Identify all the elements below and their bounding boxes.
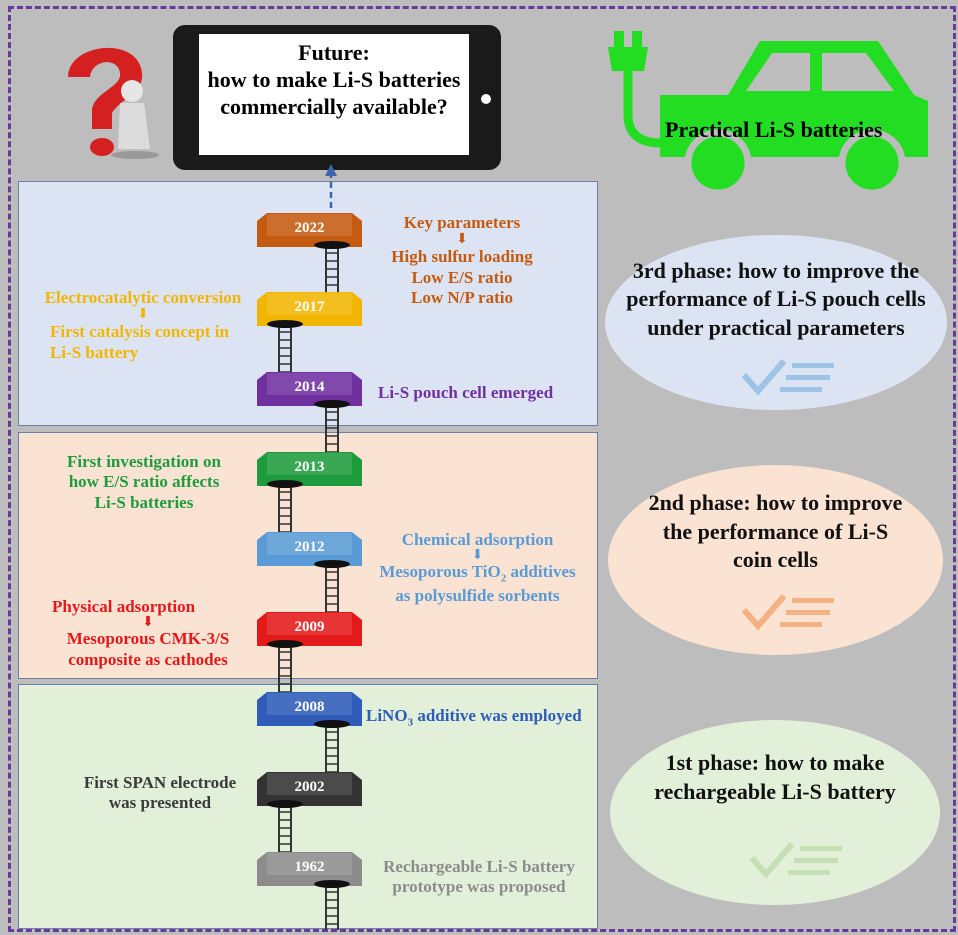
ladder [325,247,339,296]
block-shape [257,612,362,646]
note-2009: Physical adsorption ⬇ Mesoporous CMK-3/S… [28,597,268,670]
checklist-icon [741,594,834,631]
milestone-block-2013: 2013 [257,452,362,488]
phase1-oval: 1st phase: how to make rechargeable Li-S… [610,720,940,905]
phase2-text: 2nd phase: how to improve the performanc… [648,490,903,573]
phase3-oval: 3rd phase: how to improve the performanc… [605,235,947,410]
down-arrow-icon: ⬇ [137,307,149,323]
hole [314,720,350,728]
milestone-block-1962: 1962 [257,852,362,888]
milestone-block-2009: 2009 [257,612,362,648]
milestone-year: 2002 [295,779,325,795]
phase2-oval: 2nd phase: how to improve the performanc… [608,465,943,655]
note-2013: First investigation on how E/S ratio aff… [67,452,221,512]
phase3-text: 3rd phase: how to improve the performanc… [626,257,926,340]
milestone-block-2002: 2002 [257,772,362,808]
note-2014: Li-S pouch cell emerged [378,383,554,402]
milestone-year: 2017 [295,299,326,315]
down-arrow-icon: ⬇ [471,548,484,564]
ladder [325,566,339,616]
note-2022: Key parameters ⬇ High sulfur loading Low… [362,213,562,309]
milestone-year: 2008 [295,699,325,715]
block-shape [257,772,362,806]
milestone-year: 2022 [295,220,325,236]
hole [314,241,350,249]
block-shape [257,452,362,486]
hole [267,800,303,808]
note-1962: Rechargeable Li-S battery prototype was … [383,857,575,897]
ladder [325,406,339,456]
phase1-text: 1st phase: how to make rechargeable Li-S… [654,749,896,804]
milestone-block-2014: 2014 [257,372,362,408]
tablet-screen [199,34,469,155]
question-mark-thinker-icon [68,47,159,159]
ladder [325,886,339,930]
milestone-year: 2013 [295,459,325,475]
milestone-block-2008: 2008 [257,692,362,728]
block-shape [257,213,362,247]
block-shape [257,292,362,326]
down-arrow-icon: ⬇ [456,232,468,248]
car-label: Practical Li-S batteries [665,117,883,142]
checklist-icon [749,842,842,879]
ladder [278,806,292,856]
block-shape [257,692,362,726]
hole [314,880,350,888]
checklist-icon [741,359,834,396]
milestone-year: 1962 [295,859,325,875]
hole [267,320,303,328]
milestone-block-2012: 2012 [257,532,362,568]
milestone-year: 2014 [295,379,326,395]
milestone-block-2017: 2017 [257,292,362,328]
tablet-text: Future: how to make Li-S batteries comme… [207,40,461,119]
hole [314,560,350,568]
hole [314,400,350,408]
hole [267,480,303,488]
note-2012: Chemical adsorption ⬇ Mesoporous TiO2 ad… [370,530,585,606]
milestone-year: 2009 [295,619,325,635]
note-2017: Electrocatalytic conversion ⬇ First cata… [28,288,258,363]
ladder [325,726,339,776]
ladder [278,646,292,696]
note-2002: First SPAN electrode was presented [83,773,237,813]
block-shape [257,852,362,886]
milestone-year: 2012 [295,539,325,555]
block-shape [257,532,362,566]
ladder [278,326,292,376]
down-arrow-icon: ⬇ [142,615,154,631]
dashed-frame [8,6,956,932]
hole [267,640,303,648]
ladder [278,486,292,536]
milestone-block-2022: 2022 [257,213,362,249]
note-2008: LiNO3 additive was employed [366,706,582,729]
tablet-home-button [481,94,491,104]
block-shape [257,372,362,406]
electric-car-icon [608,31,928,195]
